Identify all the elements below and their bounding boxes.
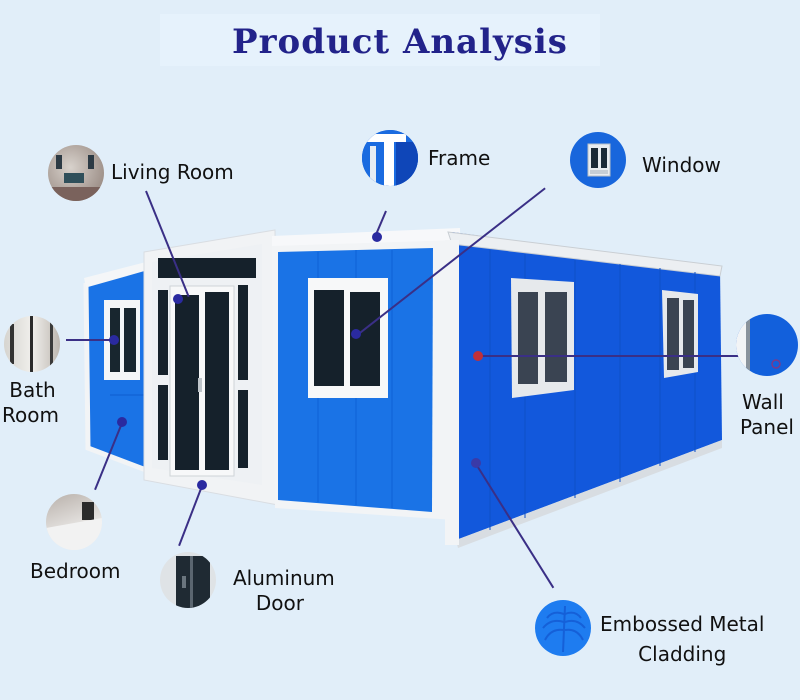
callout-dot-bath-room (109, 335, 119, 345)
callout-dot-living-room (173, 294, 183, 304)
callout-dot-aluminum-door (197, 480, 207, 490)
callout-dot-bedroom (117, 417, 127, 427)
living-room-photo-icon (48, 145, 104, 201)
bedroom-label: Bedroom (30, 559, 121, 583)
aluminum-door-icon (160, 552, 216, 608)
embossed-metal-cladding-label-line1: Embossed Metal (600, 612, 765, 636)
living-room-label: Living Room (111, 160, 234, 184)
window-icon (570, 132, 626, 188)
frame-label: Frame (428, 146, 491, 170)
wall-panel-label-line1: Wall (742, 390, 784, 414)
callout-line-bath-room (66, 339, 114, 341)
bath-room-label: Bath Room (2, 378, 59, 428)
bath-room-label-line1: Bath (9, 378, 56, 402)
window-label: Window (642, 153, 721, 177)
callout-line-wall-panel (478, 355, 740, 357)
frame-icon (362, 130, 418, 186)
callout-dot-window (351, 329, 361, 339)
aluminum-door-label-line2: Door (255, 591, 304, 615)
bath-room-label-line2: Room (2, 403, 59, 427)
bathroom-photo-icon (4, 316, 60, 372)
aluminum-door-label: Aluminum Door (233, 566, 335, 616)
title-band (160, 14, 600, 66)
callout-dot-frame (372, 232, 382, 242)
wall-panel-label: Wall Panel (740, 390, 794, 440)
page-title: Product Analysis (232, 22, 568, 62)
callout-dot-embossed-metal-cladding (471, 458, 481, 468)
embossed-metal-cladding-label: Embossed Metal Cladding (600, 612, 764, 667)
callout-dot-wall-panel (473, 351, 483, 361)
bedroom-photo-icon (46, 494, 102, 550)
aluminum-door-label-line1: Aluminum (233, 566, 335, 590)
embossed-metal-icon (535, 600, 591, 656)
wall-panel-icon (736, 314, 798, 376)
embossed-metal-cladding-label-line2: Cladding (638, 642, 727, 666)
wall-panel-label-line2: Panel (740, 415, 794, 439)
